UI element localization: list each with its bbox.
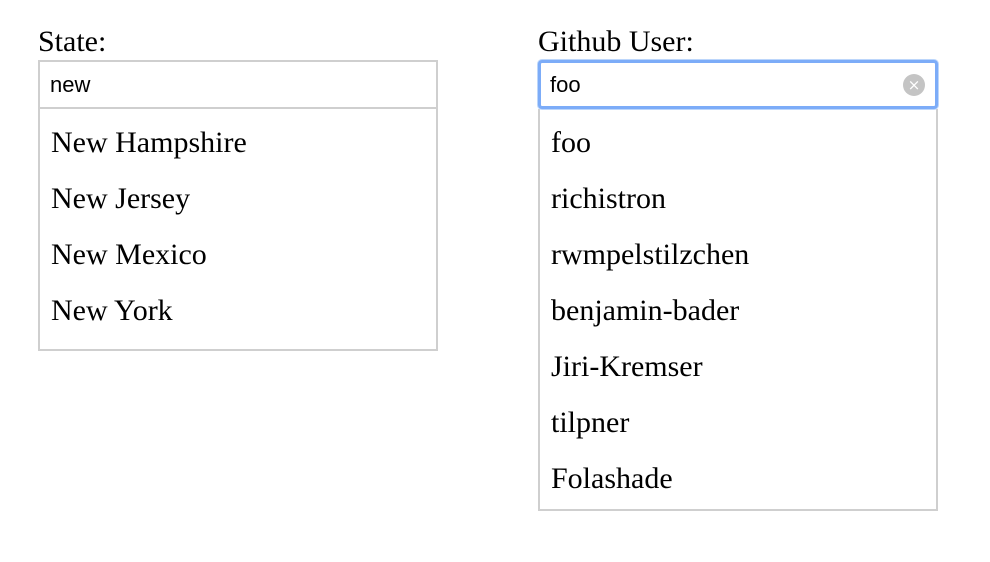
state-input[interactable] [50,62,390,107]
github-user-option[interactable]: foo [551,126,591,159]
state-input-wrapper[interactable] [38,60,438,109]
github-user-label: Github User: [538,25,694,58]
clear-icon[interactable]: × [903,73,925,96]
state-field: State: New Hampshire New Jersey New Mexi… [38,24,438,351]
github-user-option[interactable]: Jiri-Kremser [551,350,703,383]
state-option[interactable]: New York [51,294,173,327]
github-user-option[interactable]: richistron [551,182,666,215]
github-user-input-wrapper[interactable]: × [538,60,938,109]
github-user-option[interactable]: tilpner [551,406,630,439]
github-user-suggestion-list: foo richistron rwmpelstilzchen benjamin-… [538,109,938,511]
state-option[interactable]: New Mexico [51,238,207,271]
github-user-option[interactable]: Folashade [551,462,673,495]
state-label: State: [38,25,107,58]
github-user-field: Github User: × foo richistron rwmpelstil… [538,24,938,511]
state-option[interactable]: New Hampshire [51,126,247,159]
github-user-input[interactable] [550,63,890,106]
github-user-option[interactable]: benjamin-bader [551,294,740,327]
github-user-option[interactable]: rwmpelstilzchen [551,238,750,271]
state-option[interactable]: New Jersey [51,182,191,215]
state-suggestion-list: New Hampshire New Jersey New Mexico New … [38,109,438,351]
